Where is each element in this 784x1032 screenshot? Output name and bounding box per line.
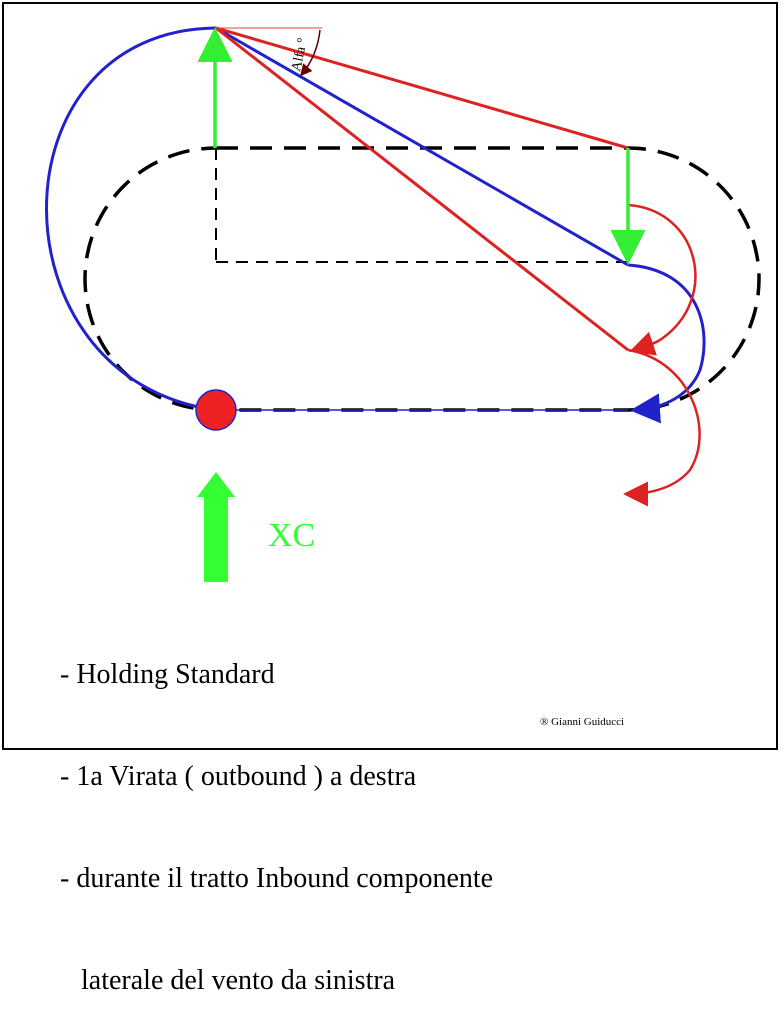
note-line: - durante il tratto Inbound componente <box>60 863 494 894</box>
xc-label: XC <box>268 517 316 554</box>
notes-block: - Holding Standard - 1a Virata ( outboun… <box>60 590 493 1032</box>
copyright-text: ® Gianni Guiducci <box>540 716 625 728</box>
note-line: - Holding Standard <box>60 659 275 690</box>
red-turn-lower <box>623 348 701 507</box>
blue-track-left-arc <box>45 26 217 412</box>
note-line: - 1a Virata ( outbound ) a destra <box>60 761 417 792</box>
red-track-upper <box>215 26 629 150</box>
angle-arc <box>300 29 321 77</box>
blue-track-right-turn <box>627 263 706 424</box>
red-turn-upper <box>627 203 697 356</box>
note-line: laterale del vento da sinistra <box>60 965 396 996</box>
holding-diagram: Alfa ° <box>45 26 761 582</box>
angle-label: Alfa ° <box>289 36 311 72</box>
blue-track-diagonal <box>215 26 629 267</box>
xc-arrow <box>197 472 235 582</box>
holding-fix <box>195 389 237 431</box>
red-track-lower <box>215 26 629 352</box>
